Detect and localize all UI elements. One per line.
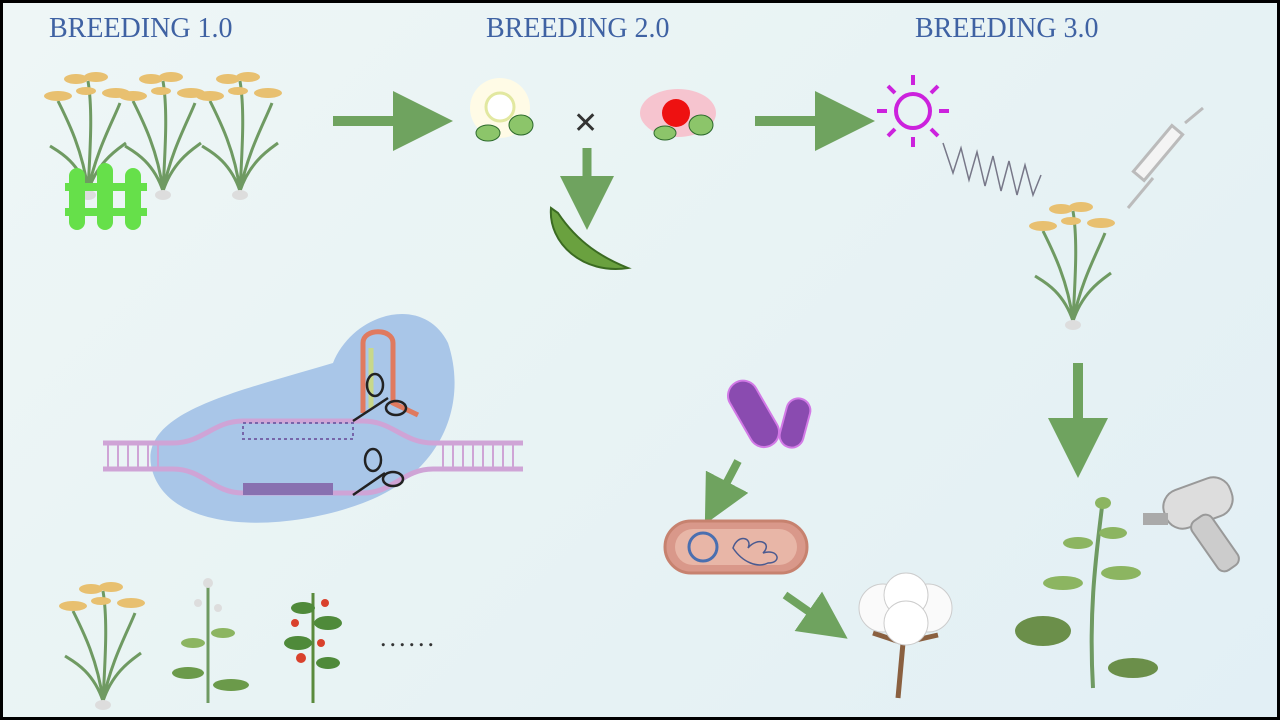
cotton-boll-icon [858, 572, 953, 699]
arrow-bacteria-to-cell [704, 459, 749, 525]
agrobacterium-plasmid-icon [663, 519, 809, 575]
pea-pod-icon [549, 206, 632, 270]
gene-gun-icon [1143, 476, 1240, 573]
crop-rapeseed [172, 578, 249, 703]
scissors-icon [352, 372, 408, 497]
flower-parent-white-icon [470, 78, 534, 142]
sun-radiation-icon [877, 75, 949, 147]
bacteria-icon [727, 379, 812, 449]
fence-icon [65, 163, 147, 230]
syringe-icon [1126, 106, 1204, 209]
breeding-diagram: BREEDING 1.0 BREEDING 2.0 BREEDING 3.0 ✕ [3, 3, 1277, 717]
tobacco-plant-icon [1015, 497, 1158, 689]
arrow-cell-to-cotton [782, 591, 848, 639]
flower-parent-red-icon [640, 89, 716, 141]
crispr-cas-complex [103, 314, 523, 523]
crop-rice [57, 580, 147, 712]
more-crops-ellipsis: ...... [380, 623, 437, 652]
title-breeding-1: BREEDING 1.0 [49, 13, 233, 44]
diagram-canvas: BREEDING 1.0 BREEDING 2.0 BREEDING 3.0 ✕ [42, 13, 1240, 712]
cross-icon: ✕ [573, 106, 598, 141]
mutant-rice-plant [1027, 200, 1117, 332]
title-breeding-3: BREEDING 3.0 [915, 13, 1099, 44]
radiation-wave-icon [942, 142, 1042, 198]
guide-rna [360, 329, 420, 418]
crop-tomato [284, 593, 342, 703]
title-breeding-2: BREEDING 2.0 [486, 13, 670, 44]
